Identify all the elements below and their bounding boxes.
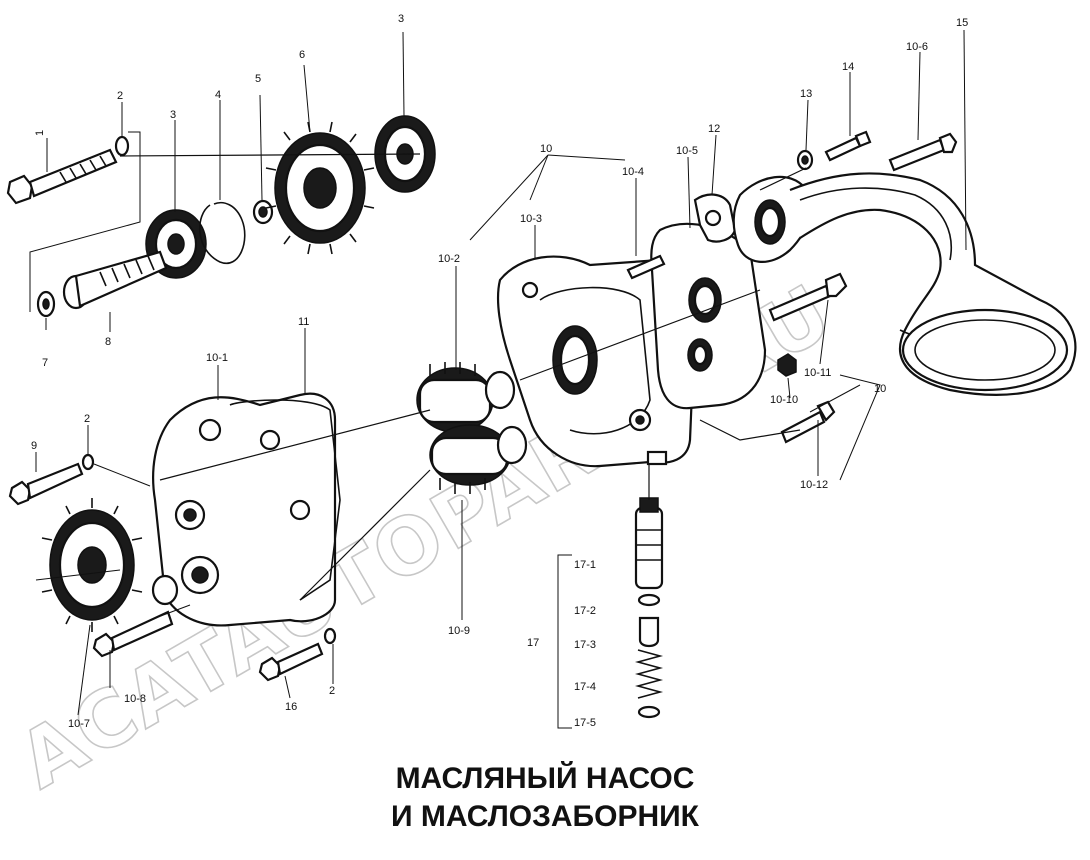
label-12: 12 — [708, 123, 720, 135]
pump-gears-part-10-2-10-9 — [416, 362, 528, 494]
part-labels: 1 2 3 4 5 6 3 7 8 9 2 10-1 11 10-2 10-9 … — [31, 13, 968, 730]
title-line-2: И МАСЛОЗАБОРНИК — [390, 800, 699, 833]
label-3a: 3 — [170, 109, 176, 121]
label-17-3: 17-3 — [574, 639, 596, 651]
label-7: 7 — [42, 357, 48, 369]
label-8: 8 — [105, 336, 111, 348]
seat-part-17-5 — [637, 705, 661, 719]
gear-part-6 — [265, 121, 375, 255]
label-4: 4 — [215, 89, 221, 101]
label-10-3: 10-3 — [520, 213, 542, 225]
bolt-part-16 — [258, 627, 337, 682]
valve-body-part-17-1 — [634, 497, 664, 590]
label-5: 5 — [255, 73, 261, 85]
bolt-part-1 — [6, 148, 118, 205]
diagram-title: МАСЛЯНЫЙ НАСОС И МАСЛОЗАБОРНИК — [0, 760, 1090, 836]
leader-lines — [35, 29, 967, 716]
label-6: 6 — [299, 49, 305, 61]
label-10-2: 10-2 — [438, 253, 460, 265]
shaft-assembly-group — [6, 115, 436, 318]
label-17-1: 17-1 — [574, 559, 596, 571]
snap-ring-part-4 — [198, 201, 246, 265]
washer-part-2 — [114, 135, 130, 157]
washer-part-13 — [796, 149, 814, 171]
label-10-8: 10-8 — [124, 693, 146, 705]
label-10-12: 10-12 — [800, 479, 828, 491]
label-2b: 2 — [84, 413, 90, 425]
bolt-part-9 — [8, 453, 95, 506]
label-17-2: 17-2 — [574, 605, 596, 617]
label-9: 9 — [31, 440, 37, 452]
pump-plate-part-10-5 — [650, 222, 767, 410]
label-10-1: 10-1 — [206, 352, 228, 364]
label-10-6: 10-6 — [906, 41, 928, 53]
title-line-1: МАСЛЯНЫЙ НАСОС — [395, 762, 695, 795]
label-15: 15 — [956, 17, 968, 29]
nut-part-10-10 — [777, 353, 797, 377]
washer-part-7 — [36, 290, 56, 318]
oil-strainer-part-15 — [732, 172, 1077, 396]
pin-part-10-4 — [626, 254, 666, 280]
gear-part-10-7 — [41, 498, 143, 632]
label-10b: 10 — [874, 383, 886, 395]
washer-part-5 — [252, 199, 274, 225]
bolt-part-10-12 — [780, 400, 836, 444]
label-17: 17 — [527, 637, 539, 649]
label-10-7: 10-7 — [68, 718, 90, 730]
label-10a: 10 — [540, 143, 552, 155]
label-2c: 2 — [329, 685, 335, 697]
label-17-5: 17-5 — [574, 717, 596, 729]
label-10-10: 10-10 — [770, 394, 798, 406]
label-10-11: 10-11 — [804, 367, 831, 379]
bolt-part-10-8 — [92, 610, 174, 658]
pump-cover-part-10-1 — [151, 392, 341, 627]
ring-part-17-2 — [637, 593, 661, 607]
bolt-part-10-11 — [768, 272, 848, 322]
label-10-4: 10-4 — [622, 166, 644, 178]
label-16: 16 — [285, 701, 297, 713]
label-3b: 3 — [398, 13, 404, 25]
bolt-part-14 — [824, 130, 872, 162]
label-14: 14 — [842, 61, 854, 73]
bolt-part-10-6 — [888, 132, 958, 172]
label-11: 11 — [298, 316, 309, 328]
plunger-part-17-3 — [638, 616, 660, 648]
label-13: 13 — [800, 88, 812, 100]
spring-part-17-4 — [634, 649, 664, 699]
label-1: 1 — [34, 130, 46, 136]
label-2a: 2 — [117, 90, 123, 102]
shaft-part-8 — [62, 250, 168, 310]
label-10-9: 10-9 — [448, 625, 470, 637]
label-10-5: 10-5 — [676, 145, 698, 157]
label-17-4: 17-4 — [574, 681, 596, 693]
relief-valve-part-17 — [557, 465, 664, 729]
